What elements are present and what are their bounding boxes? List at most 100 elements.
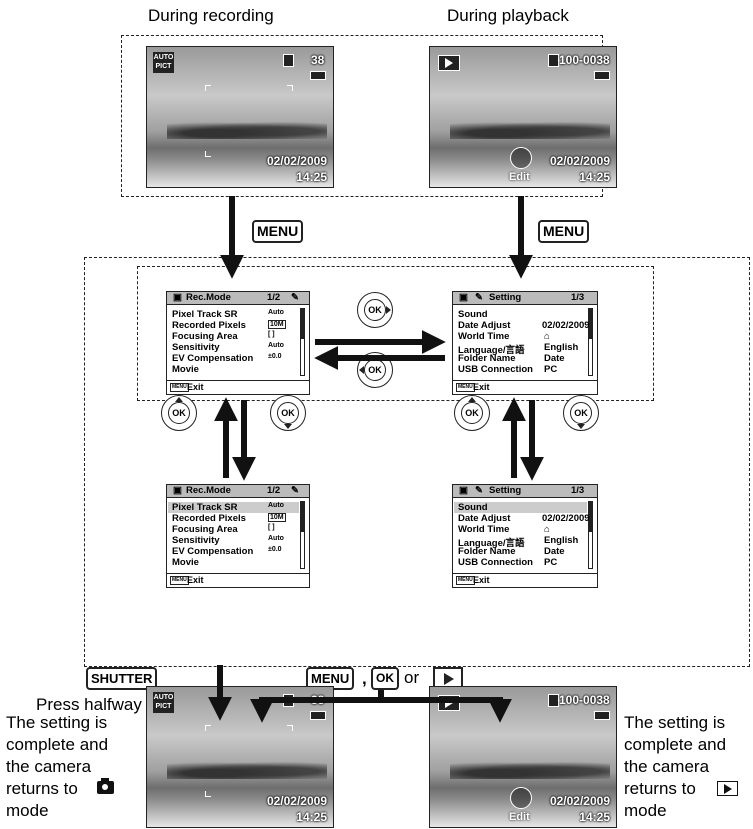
right-caption-line: complete and xyxy=(624,735,727,754)
four-way-controller-icon xyxy=(510,147,532,169)
menu-item-label: World Time xyxy=(458,524,510,535)
battery-icon xyxy=(310,711,326,720)
menu-item-value: ⌂ xyxy=(544,524,550,535)
camera-icon: ▣ xyxy=(173,292,182,303)
menu-item-value: Auto xyxy=(268,502,284,509)
shots-remaining: 38 xyxy=(311,53,325,67)
menu-key-icon: MENU xyxy=(252,220,304,243)
menu-item-value: Auto xyxy=(268,535,284,542)
four-way-controller-icon xyxy=(510,787,532,809)
ok-up-button-icon: OK xyxy=(161,395,197,431)
focus-frame-icon xyxy=(205,725,211,731)
menu-key-icon: MENU xyxy=(456,576,475,585)
wrench-icon: ✎ xyxy=(291,292,299,303)
or-label: or xyxy=(404,668,420,687)
menu-title: Rec.Mode xyxy=(186,292,231,303)
memory-card-icon xyxy=(548,694,559,707)
menu-flow-group xyxy=(84,257,750,667)
date-stamp: 02/02/2009 xyxy=(549,794,610,808)
menu-item-label: Movie xyxy=(172,364,199,375)
menu-item-label: World Time xyxy=(458,331,510,342)
menu-item-value: Auto xyxy=(268,342,284,349)
time-stamp: 14:25 xyxy=(579,810,610,824)
left-caption-line: mode xyxy=(6,801,49,820)
menu-item-value: PC xyxy=(544,364,558,375)
ok-key-icon: OK xyxy=(371,667,399,690)
menu-scrollbar xyxy=(300,308,305,376)
menu-item-value: ±0.0 xyxy=(268,546,282,553)
menu-item-label: EV Compensation xyxy=(172,546,254,557)
menu-item-label: USB Connection xyxy=(458,557,533,568)
menu-key-icon: MENU xyxy=(456,383,475,392)
file-number: 100-0038 xyxy=(559,693,610,707)
ok-right-button-icon: OK xyxy=(357,292,393,328)
edit-label: Edit xyxy=(509,171,530,183)
menu-item-value: 10M xyxy=(268,320,286,329)
menu-page: 1/2 xyxy=(267,292,281,303)
menu-item-label: EV Compensation xyxy=(172,353,254,364)
menu-item-value: ⌂ xyxy=(544,331,550,342)
menu-item-label: Movie xyxy=(172,557,199,568)
menu-item-value: 02/02/2009 xyxy=(542,320,590,331)
focus-frame-icon xyxy=(205,151,211,157)
menu-item-label: Date Adjust xyxy=(458,513,511,524)
menu-item-label: Folder Name xyxy=(458,353,516,364)
play-icon xyxy=(438,55,460,71)
menu-title: Setting xyxy=(489,292,522,303)
wrench-icon: ✎ xyxy=(291,485,299,496)
press-halfway-label: Press halfway xyxy=(36,695,142,714)
rec-mode-menu: ▣ Rec.Mode 1/2 ✎ Pixel Track SR Auto Reco… xyxy=(166,291,310,395)
camera-icon: ▣ xyxy=(459,292,468,303)
right-caption-line: mode xyxy=(624,801,667,820)
menu-item-label: Language/言語 xyxy=(458,345,525,356)
menu-item-label: Sound xyxy=(458,502,488,513)
menu-item-value: Date xyxy=(544,546,565,557)
play-icon xyxy=(717,781,738,796)
menu-item-value: ±0.0 xyxy=(268,353,282,360)
right-caption-line: the camera xyxy=(624,757,710,776)
menu-item-label: Folder Name xyxy=(458,546,516,557)
menu-page: 1/3 xyxy=(571,485,585,496)
menu-item-label: Pixel Track SR xyxy=(172,502,238,513)
camera-icon xyxy=(97,778,114,794)
battery-icon xyxy=(594,71,610,80)
date-stamp: 02/02/2009 xyxy=(549,154,610,168)
menu-item-label: Focusing Area xyxy=(172,331,238,342)
menu-item-value: 02/02/2009 xyxy=(542,513,590,524)
menu-item-label: Pixel Track SR xyxy=(172,309,238,320)
menu-title: Setting xyxy=(489,485,522,496)
left-caption-line: returns to xyxy=(6,779,78,798)
menu-item-value: [ ] xyxy=(268,331,275,338)
right-caption-line: returns to xyxy=(624,779,696,798)
menu-key-icon: MENU xyxy=(170,576,189,585)
time-stamp: 14:25 xyxy=(296,170,327,184)
comma-separator: , xyxy=(362,669,367,688)
menu-key-icon: MENU xyxy=(170,383,189,392)
menu-title: Rec.Mode xyxy=(186,485,231,496)
menu-item-label: Date Adjust xyxy=(458,320,511,331)
header-recording: During recording xyxy=(148,6,274,25)
ok-up-button-icon: OK xyxy=(454,395,490,431)
menu-page: 1/2 xyxy=(267,485,281,496)
file-number: 100-0038 xyxy=(559,53,610,67)
menu-item-label: Focusing Area xyxy=(172,524,238,535)
menu-item-value: Auto xyxy=(268,309,284,316)
time-stamp: 14:25 xyxy=(579,170,610,184)
camera-icon: ▣ xyxy=(173,485,182,496)
menu-item-value: English xyxy=(544,342,579,353)
focus-frame-icon xyxy=(205,791,211,797)
menu-item-label: Recorded Pixels xyxy=(172,320,246,331)
focus-frame-icon xyxy=(205,85,211,91)
menu-scrollbar xyxy=(588,501,593,569)
menu-item-label: USB Connection xyxy=(458,364,533,375)
left-caption-line: The setting is xyxy=(6,713,108,732)
left-caption-line: the camera xyxy=(6,757,92,776)
ok-down-button-icon: OK xyxy=(270,395,306,431)
